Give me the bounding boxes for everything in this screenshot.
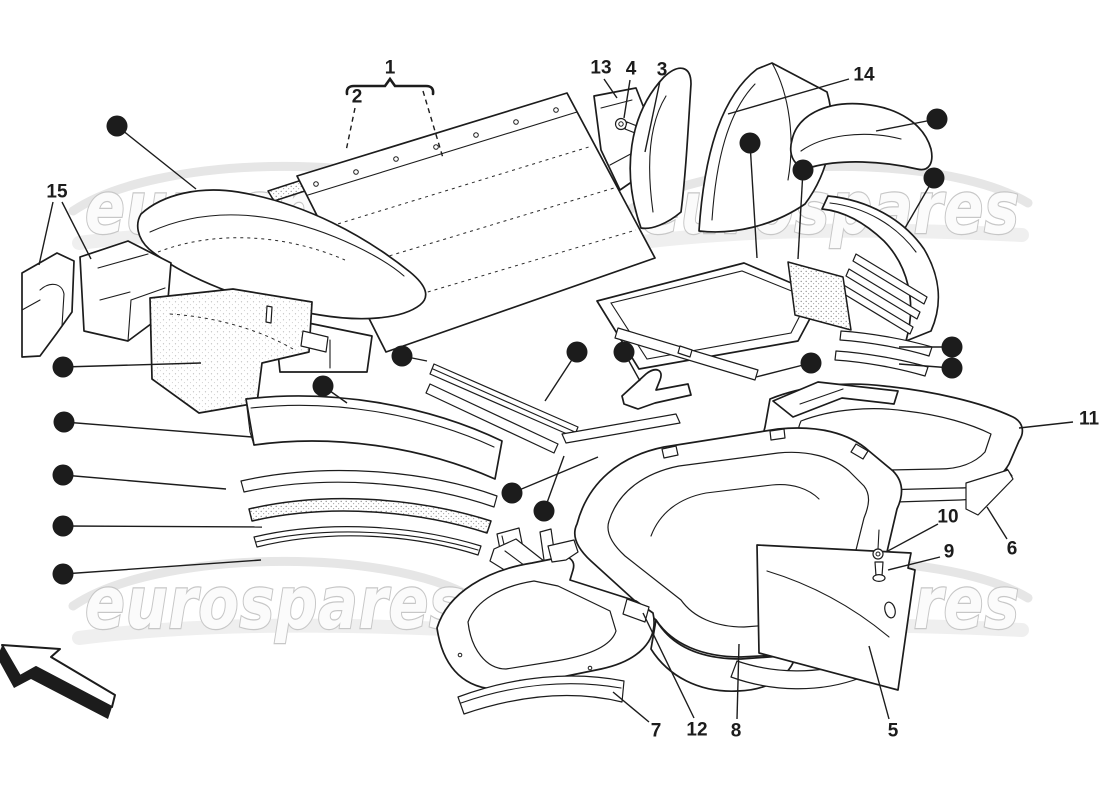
- dot-leader-7: [62, 474, 227, 490]
- locator-dot-10: [312, 375, 334, 397]
- callout-label-5: 5: [888, 721, 899, 742]
- callout-leader-15-1: [61, 201, 92, 260]
- locator-dot-18: [941, 357, 963, 379]
- callout-bracket-1: [345, 76, 435, 96]
- callout-leader-7: [612, 691, 650, 723]
- callout-leader-4: [623, 79, 631, 119]
- part-corner-strip-6: [965, 469, 1014, 516]
- dot-leader-3: [797, 169, 804, 260]
- callout-label-8: 8: [731, 721, 742, 742]
- watermark-text-2: eurospares: [85, 561, 465, 645]
- part-quarter-strip-7: [457, 675, 625, 715]
- locator-dot-3: [792, 159, 814, 181]
- callout-label-12: 12: [686, 720, 707, 741]
- parts-layer: [0, 62, 1024, 719]
- callout-label-4: 4: [626, 59, 637, 80]
- bolt-icon-lower: [872, 561, 886, 582]
- callout-leader-14: [727, 78, 850, 115]
- watermark-swoosh-soft: [72, 618, 474, 645]
- washer-icon-lower: [872, 529, 884, 560]
- callout-label-3: 3: [657, 60, 668, 81]
- dots-layer: [52, 108, 963, 585]
- dot-leader-2: [749, 142, 758, 259]
- part-arch-strip-3: [253, 526, 482, 556]
- callout-leader-2: [345, 107, 356, 152]
- locator-dot-5: [52, 356, 74, 378]
- callout-label-14: 14: [853, 65, 875, 86]
- locator-dot-4: [923, 167, 945, 189]
- part-flocked-pad: [787, 261, 852, 331]
- part-strip-right-lower: [834, 350, 929, 377]
- callout-leader-5: [868, 645, 890, 720]
- callout-label-9: 9: [944, 542, 955, 563]
- locator-dot-2: [739, 132, 761, 154]
- part-strip-right-upper: [839, 330, 933, 357]
- callout-label-7: 7: [651, 721, 662, 742]
- part-cap-panel: [789, 102, 933, 171]
- locator-dot-12: [566, 341, 588, 363]
- callout-label-15: 15: [46, 182, 68, 203]
- callout-label-10: 10: [937, 507, 958, 528]
- dot-leader-6: [63, 421, 253, 438]
- locator-dot-14: [501, 482, 523, 504]
- callout-label-1: 1: [385, 58, 396, 79]
- callout-leader-10: [885, 523, 939, 553]
- locator-dot-13: [613, 341, 635, 363]
- dot-leader-14: [511, 456, 599, 494]
- part-arch-panel: [245, 395, 503, 480]
- dot-leader-5: [62, 362, 202, 368]
- part-bumper-shell: [821, 195, 940, 342]
- watermark-swoosh-soft: [627, 223, 1029, 250]
- callout-leader-13: [603, 78, 618, 99]
- locator-dot-0: [106, 115, 128, 137]
- locator-dot-9: [52, 563, 74, 585]
- part-quarter-panel: [436, 539, 655, 690]
- part-flocked-side-panel: [149, 288, 329, 414]
- locator-dot-17: [941, 336, 963, 358]
- locator-dot-6: [53, 411, 75, 433]
- part-arch-shell-left: [629, 67, 692, 230]
- callout-leader-8: [736, 643, 740, 720]
- part-foam-block-left: [21, 252, 75, 358]
- callout-label-11: 11: [1079, 409, 1100, 430]
- callout-leader-15: [38, 201, 54, 266]
- part-arch-strip-1: [240, 469, 498, 508]
- part-arch-shell-right: [698, 62, 833, 233]
- locator-dot-8: [52, 515, 74, 537]
- callout-leader-9: [887, 556, 941, 571]
- callout-label-6: 6: [1007, 539, 1018, 560]
- locator-dot-11: [391, 345, 413, 367]
- callout-leader-6: [986, 506, 1008, 540]
- part-arch-strip-2: [248, 497, 492, 534]
- callout-leader-3: [644, 80, 661, 153]
- locator-dot-15: [533, 500, 555, 522]
- locator-dot-7: [52, 464, 74, 486]
- dot-leader-9: [62, 559, 262, 575]
- callout-leader-11: [1018, 421, 1074, 429]
- callout-label-2: 2: [352, 87, 363, 108]
- callout-leader-1: [422, 90, 444, 159]
- callout-leader-12: [642, 612, 695, 719]
- locator-dot-16: [800, 352, 822, 374]
- dot-leader-8: [62, 525, 263, 528]
- locator-dot-1: [926, 108, 948, 130]
- callout-label-13: 13: [590, 58, 611, 79]
- watermark-swoosh: [68, 556, 478, 611]
- dot-leader-0: [116, 125, 197, 190]
- part-bent-bracket: [621, 368, 692, 410]
- view-direction-arrow: [0, 644, 116, 719]
- part-sill-rails: [425, 327, 759, 454]
